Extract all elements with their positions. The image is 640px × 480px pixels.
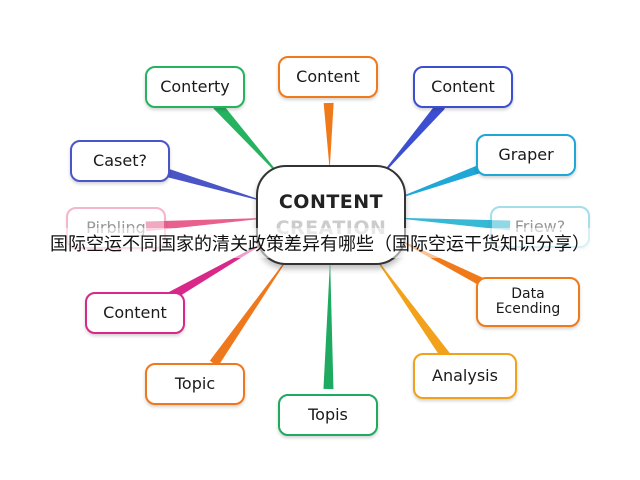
connector-topic [209,250,294,367]
node-content-left: Content [85,292,185,334]
node-content-top-right: Content [413,66,513,108]
connector-analysis [369,249,450,360]
connector-content-tr [374,101,445,184]
center-title-line1: CONTENT [278,191,384,213]
node-conterty: Conterty [145,66,245,108]
connector-topis [323,259,334,390]
connector-caset [147,162,273,204]
node-caset: Caset? [70,140,170,182]
node-graper: Graper [476,134,576,176]
node-topis: Topis [278,394,378,436]
node-data-ecending: Data Ecending [476,277,580,327]
connector-content-top [323,102,334,171]
overlay-title: 国际空运不同国家的清关政策差异有哪些（国际空运干货知识分享） [0,228,640,258]
node-topic: Topic [145,363,245,405]
node-content-top: Content [278,56,378,98]
connector-pirbling [145,217,272,232]
node-analysis: Analysis [413,353,517,399]
connector-graper [388,157,499,202]
connector-conterty [213,101,288,185]
connector-friew [390,217,511,231]
